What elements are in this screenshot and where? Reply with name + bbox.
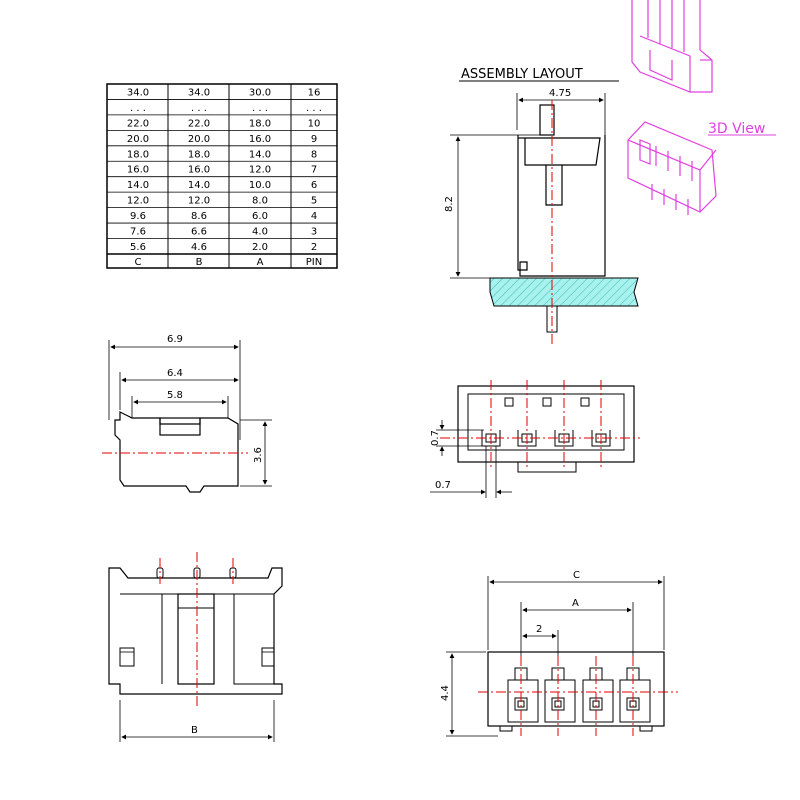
- bottom-dim-a: A: [572, 598, 579, 609]
- table-cell: 30.0: [249, 87, 271, 98]
- table-cell: 5.6: [130, 242, 146, 253]
- bottom-dim-height: 4.4: [440, 685, 451, 701]
- table-cell: 8.6: [191, 211, 207, 222]
- table-cell: 16.0: [249, 134, 271, 145]
- top-dim-v: 0.7: [430, 430, 441, 446]
- table-cell: 4.6: [191, 242, 207, 253]
- side-dim-height: 3.6: [253, 447, 264, 463]
- 3d-view: [627, 0, 717, 215]
- table-cell: . . .: [252, 103, 268, 114]
- assembly-height-dim: 8.2: [444, 196, 455, 212]
- table-cell: 14.0: [188, 180, 210, 191]
- table-cell: 18.0: [249, 118, 271, 129]
- table-cell: 34.0: [127, 87, 149, 98]
- table-cell: 6.0: [252, 211, 268, 222]
- assembly-title: ASSEMBLY LAYOUT: [461, 67, 583, 82]
- side-dim-mid: 6.4: [167, 368, 183, 379]
- top-view: 0.7 0.7: [430, 380, 640, 498]
- table-cell: 7: [311, 165, 317, 176]
- assembly-width-dim: 4.75: [549, 88, 571, 99]
- table-cell: 20.0: [127, 134, 149, 145]
- table-cell: 4: [311, 211, 317, 222]
- table-header-cell: A: [257, 257, 264, 268]
- assembly-layout: ASSEMBLY LAYOUT 4.75 8.2: [444, 67, 639, 345]
- table-cell: 22.0: [188, 118, 210, 129]
- table-cell: 34.0: [188, 87, 210, 98]
- table-cell: 18.0: [188, 149, 210, 160]
- table-cell: 14.0: [249, 149, 271, 160]
- table-cell: 6.6: [191, 227, 207, 238]
- bottom-dim-pitch: 2: [536, 624, 542, 635]
- table-cell: 6: [311, 180, 317, 191]
- table-cell: 8.0: [252, 196, 268, 207]
- table-cell: 20.0: [188, 134, 210, 145]
- table-cell: 9: [311, 134, 317, 145]
- bottom-view: C A 2 4.4: [440, 570, 678, 737]
- front-view: B: [108, 552, 283, 742]
- table-header-cell: C: [135, 257, 142, 268]
- table-cell: 2: [311, 242, 317, 253]
- table-cell: 12.0: [188, 196, 210, 207]
- side-dim-overall: 6.9: [167, 334, 183, 345]
- table-cell: 7.6: [130, 227, 146, 238]
- table-cell: 16.0: [127, 165, 149, 176]
- table-cell: 8: [311, 149, 317, 160]
- table-cell: 2.0: [252, 242, 268, 253]
- table-cell: . . .: [191, 103, 207, 114]
- bottom-dim-c: C: [573, 570, 580, 581]
- table-cell: 12.0: [127, 196, 149, 207]
- 3d-view-label[interactable]: 3D View: [708, 121, 765, 137]
- top-dim-h: 0.7: [435, 480, 451, 491]
- table-cell: 10.0: [249, 180, 271, 191]
- table-cell: 18.0: [127, 149, 149, 160]
- table-cell: 10: [308, 118, 321, 129]
- table-cell: 14.0: [127, 180, 149, 191]
- table-cell: 16: [308, 87, 321, 98]
- table-cell: 4.0: [252, 227, 268, 238]
- table-header-cell: PIN: [306, 257, 322, 268]
- table-cell: 12.0: [249, 165, 271, 176]
- front-dim-b: B: [191, 725, 198, 736]
- table-header-cell: B: [196, 257, 203, 268]
- table-cell: 22.0: [127, 118, 149, 129]
- table-cell: . . .: [306, 103, 322, 114]
- table-cell: 9.6: [130, 211, 146, 222]
- side-dim-inner: 5.8: [167, 390, 183, 401]
- side-view: 6.9 6.4 5.8 3.6: [102, 334, 272, 493]
- table-cell: 3: [311, 227, 317, 238]
- dimension-table: [106, 83, 338, 269]
- table-cell: . . .: [130, 103, 146, 114]
- table-cell: 5: [311, 196, 317, 207]
- table-cell: 16.0: [188, 165, 210, 176]
